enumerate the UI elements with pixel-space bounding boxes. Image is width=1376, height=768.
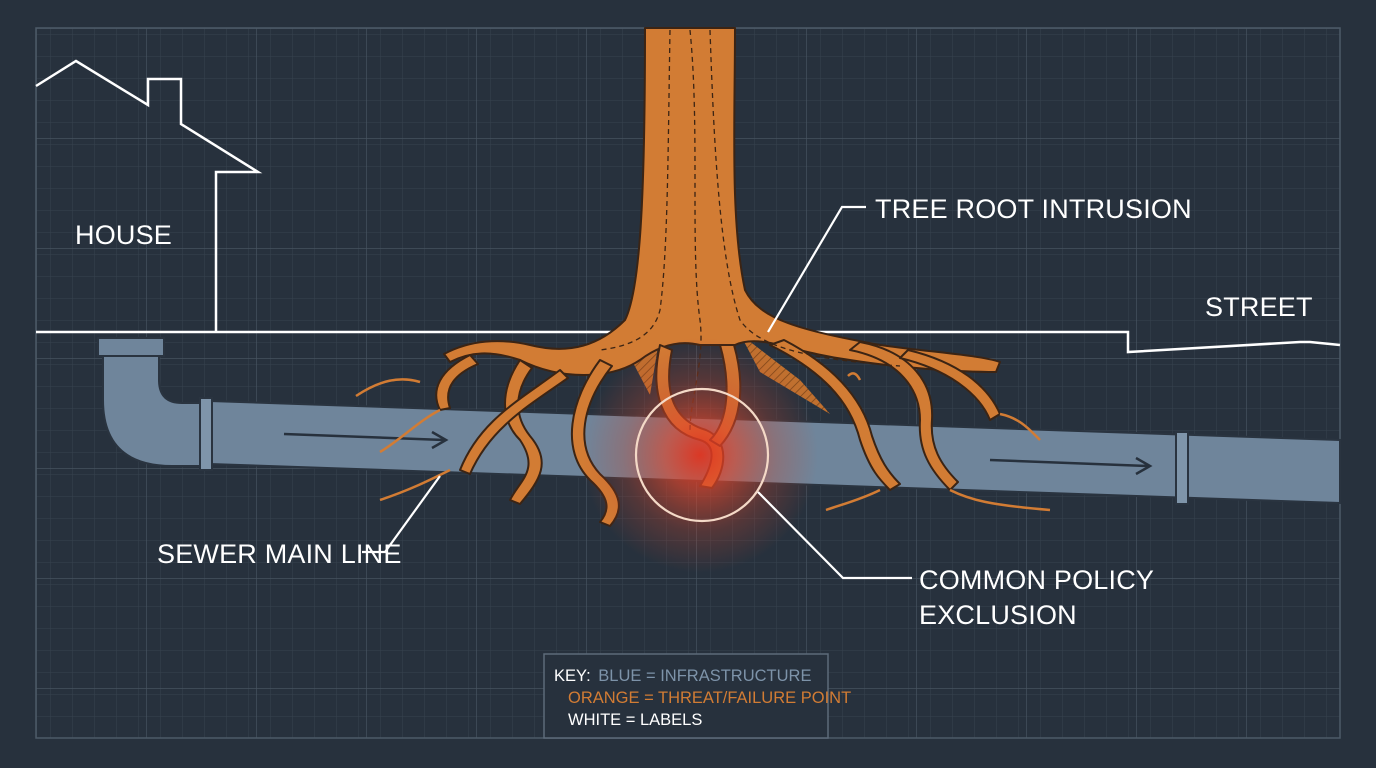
svg-text:KEY: BLUE = INFRASTRUCTU: KEY: BLUE = INFRASTRUCTURE — [554, 667, 811, 685]
key-blue: BLUE = INFRASTRUCTURE — [598, 667, 811, 685]
ground-line — [36, 330, 1341, 354]
failure-point — [582, 337, 818, 573]
key-white: WHITE = LABELS — [568, 711, 702, 729]
leader-common-exclusion — [757, 491, 912, 580]
common-policy-exclusion-line2: EXCLUSION — [919, 600, 1077, 630]
sewer-main-line-label: SEWER MAIN LINE — [157, 539, 402, 569]
house-outline — [35, 59, 263, 332]
key-prefix: KEY: — [554, 667, 591, 685]
common-policy-exclusion-line1: COMMON POLICY — [919, 565, 1154, 595]
leader-lines — [362, 205, 912, 580]
leader-tree-root — [767, 205, 866, 333]
house-label: HOUSE — [75, 220, 172, 250]
tree-root-intrusion-label: TREE ROOT INTRUSION — [875, 194, 1192, 224]
failure-circle — [634, 387, 770, 523]
legend-key: KEY: BLUE = INFRASTRUCTURE ORANGE = THRE… — [543, 653, 851, 739]
leader-sewer-main — [362, 475, 441, 554]
key-orange: ORANGE = THREAT/FAILURE POINT — [568, 689, 851, 707]
street-label: STREET — [1205, 292, 1313, 322]
